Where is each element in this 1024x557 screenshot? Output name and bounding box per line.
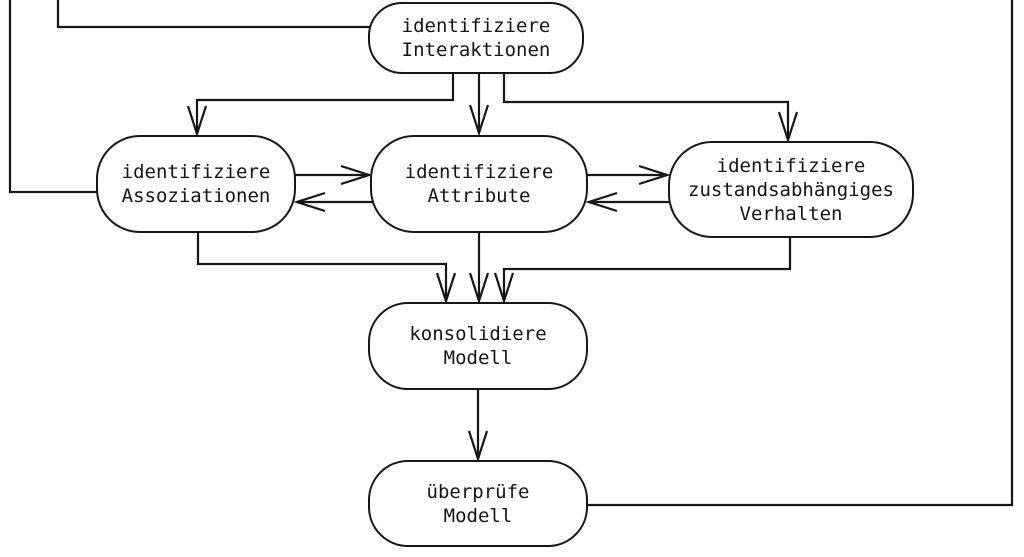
edge-ueberpruefe-feedback-right — [584, 0, 1014, 507]
node-identifiziere-assoziationen: identifiziere Assoziationen — [96, 135, 296, 233]
edge-offscreen-to-assoziationen — [8, 0, 110, 194]
node-identifiziere-attribute: identifiziere Attribute — [370, 135, 588, 233]
node-identifiziere-zustandsabhaengiges-verhalten: identifiziere zustandsabhängiges Verhalt… — [668, 141, 914, 238]
node-label-line: überprüfe — [426, 480, 530, 503]
node-label-line: zustandsabhängiges — [688, 178, 894, 201]
node-label-line: Modell — [443, 504, 513, 527]
node-label-line: Attribute — [427, 185, 531, 207]
node-label-line: identifiziere — [716, 154, 866, 177]
edge-interaktionen-to-assoziationen — [197, 70, 455, 134]
node-ueberpruefe-modell: überprüfe Modell — [368, 460, 588, 547]
node-label-line: identifiziere — [121, 161, 271, 183]
node-label-line: identifiziere — [404, 161, 554, 183]
node-label-line: Modell — [443, 347, 513, 369]
node-label-line: Verhalten — [739, 202, 843, 225]
edge-assoziationen-to-konsolidiere — [196, 230, 446, 301]
node-identifiziere-interaktionen: identifiziere Interaktionen — [368, 2, 584, 74]
edge-interaktionen-to-verhalten — [502, 70, 788, 140]
node-konsolidiere-modell: konsolidiere Modell — [368, 302, 588, 390]
edge-offscreen-to-interaktionen — [56, 0, 382, 29]
node-label-line: Interaktionen — [401, 39, 551, 61]
edge-verhalten-to-konsolidiere — [504, 235, 792, 301]
node-label-line: konsolidiere — [409, 323, 547, 345]
node-label-line: Assoziationen — [121, 185, 271, 207]
node-label-line: identifiziere — [401, 15, 551, 37]
